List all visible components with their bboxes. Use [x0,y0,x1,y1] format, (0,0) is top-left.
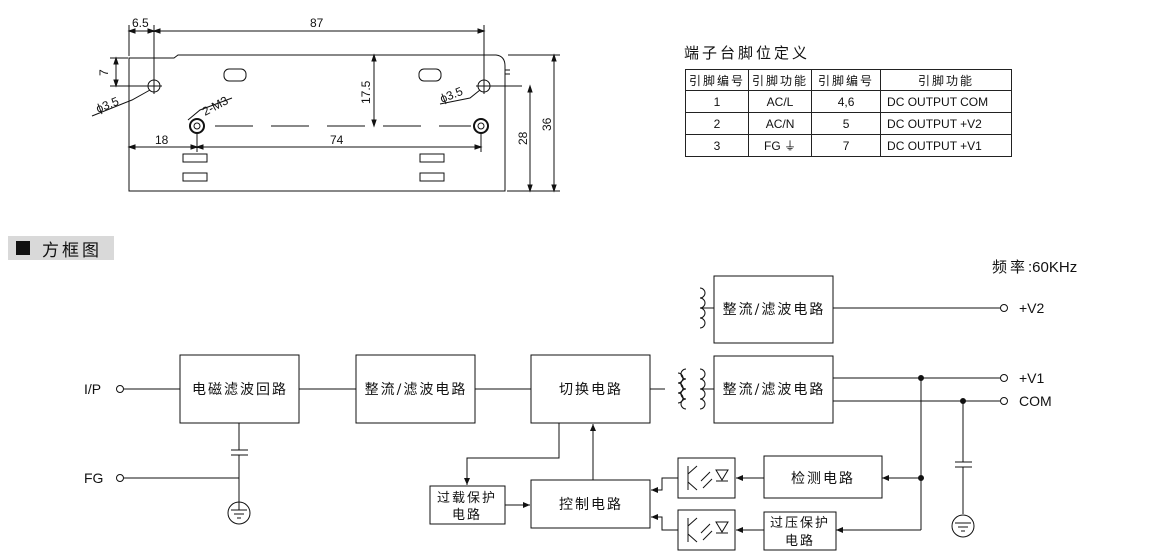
terminal-fg [116,474,124,482]
section-header: 方框图 [8,236,114,261]
slot [182,153,208,163]
frequency-value: :60KHz [1028,259,1078,276]
dim-28: 28 [516,131,530,145]
slot [419,153,445,163]
dim-36: 36 [540,117,554,131]
terminal-com [1000,397,1008,405]
dim-6-5: 6.5 [132,16,149,30]
label-overvoltage-2: 电路 [785,533,815,549]
label-com: COM [1019,393,1052,409]
header-cell: 引脚功能 [880,69,1013,91]
terminal-labels: I/P FG +V2 +V1 COM [84,300,1052,486]
block-labels: 电磁滤波回路 整流/滤波电路 切换电路 整流/滤波电路 整流/滤波电路 过载保护… [192,302,855,549]
slot [182,172,208,182]
table-cell: 5 [811,112,882,135]
optocoupler-top [677,457,736,499]
label-fg: FG [84,470,103,486]
header-cell: 引脚编号 [811,69,882,91]
table-cell: DC OUTPUT COM [880,90,1013,113]
header-cell: 引脚编号 [684,69,750,91]
label-v1: +V1 [1019,370,1045,386]
label-overload-2: 电路 [452,507,482,523]
dimension-labels: 6.5 87 7 ϕ3.5 ϕ3.5 2-M3 17.5 18 74 28 36 [94,16,554,147]
square-bullet-icon [16,241,30,255]
dim-87: 87 [310,16,324,30]
slot [418,68,442,82]
dim-7: 7 [97,69,111,76]
table-cell: DC OUTPUT +V1 [880,134,1013,157]
label-control: 控制电路 [559,497,623,513]
table-row: 3 FG ⏚ 7 DC OUTPUT +V1 [684,134,1013,157]
table-cell: FG ⏚ [748,134,813,157]
bracket-outline [128,54,506,192]
block-diagram [116,275,1008,551]
pin-table: 引脚编号 引脚功能 引脚编号 引脚功能 1 AC/L 4,6 DC OUTPUT… [684,69,1013,157]
label-input: I/P [84,381,101,397]
slot [419,172,445,182]
frequency-label: 频率 [992,258,1029,276]
dim-phi-left: ϕ3.5 [94,94,121,116]
table-cell: 2 [684,112,750,135]
optocoupler-bottom-internals [687,517,729,543]
terminal-v2 [1000,304,1008,312]
table-cell: AC/N [748,112,813,135]
dim-2m3: 2-M3 [200,93,231,118]
optocoupler-bottom [677,509,736,551]
dim-17-5: 17.5 [359,80,373,104]
dim-18: 18 [155,133,169,147]
label-rectifier-v2: 整流/滤波电路 [723,302,826,318]
label-detection: 检测电路 [791,471,855,487]
label-overload-1: 过载保护 [437,491,497,506]
mechanical-drawing [91,25,560,193]
dim-74: 74 [330,133,344,147]
frequency-note: 频率:60KHz [992,256,1077,277]
table-cell: 7 [811,134,882,157]
terminal-input [116,385,124,393]
label-overvoltage-1: 过压保护 [770,516,830,531]
dim-phi-right: ϕ3.5 [438,84,465,106]
optocoupler-top-internals [687,465,729,491]
table-cell: 4,6 [811,90,882,113]
slot [223,68,247,82]
label-rectifier-v1: 整流/滤波电路 [723,382,826,398]
pin-table-title: 端子台脚位定义 [684,44,811,62]
table-row: 2 AC/N 5 DC OUTPUT +V2 [684,112,1013,135]
label-v2: +V2 [1019,300,1045,316]
label-emi-filter: 电磁滤波回路 [192,382,288,398]
pin-table-header: 引脚编号 引脚功能 引脚编号 引脚功能 [684,69,1013,91]
threaded-hole-right [473,118,489,134]
label-rectifier-in: 整流/滤波电路 [365,382,468,398]
table-cell: 1 [684,90,750,113]
block-rectifier-v2 [713,275,834,344]
table-cell: DC OUTPUT +V2 [880,112,1013,135]
block-control [530,479,651,529]
terminal-v1 [1000,374,1008,382]
label-switching: 切换电路 [559,381,623,398]
threaded-hole-left [189,118,205,134]
table-cell: AC/L [748,90,813,113]
section-title: 方框图 [42,240,102,261]
header-cell: 引脚功能 [748,69,813,91]
table-cell: 3 [684,134,750,157]
earth-right [951,514,975,538]
table-row: 1 AC/L 4,6 DC OUTPUT COM [684,90,1013,113]
